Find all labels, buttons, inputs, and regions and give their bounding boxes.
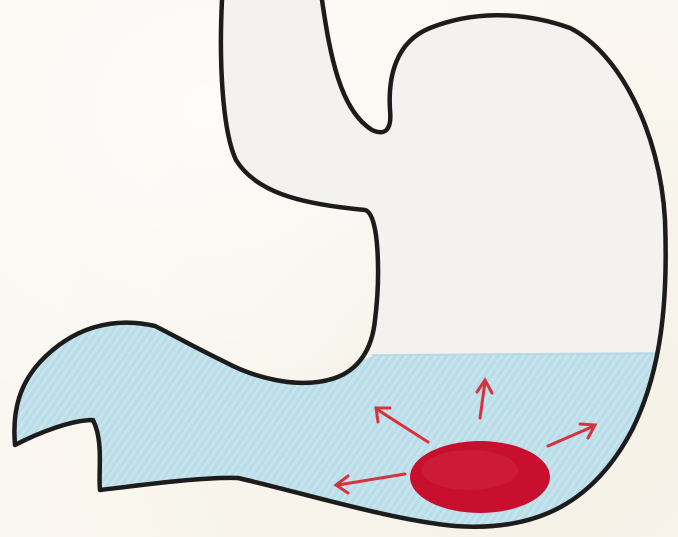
stomach-diagram: [0, 0, 678, 537]
drawing-canvas: [0, 0, 678, 537]
